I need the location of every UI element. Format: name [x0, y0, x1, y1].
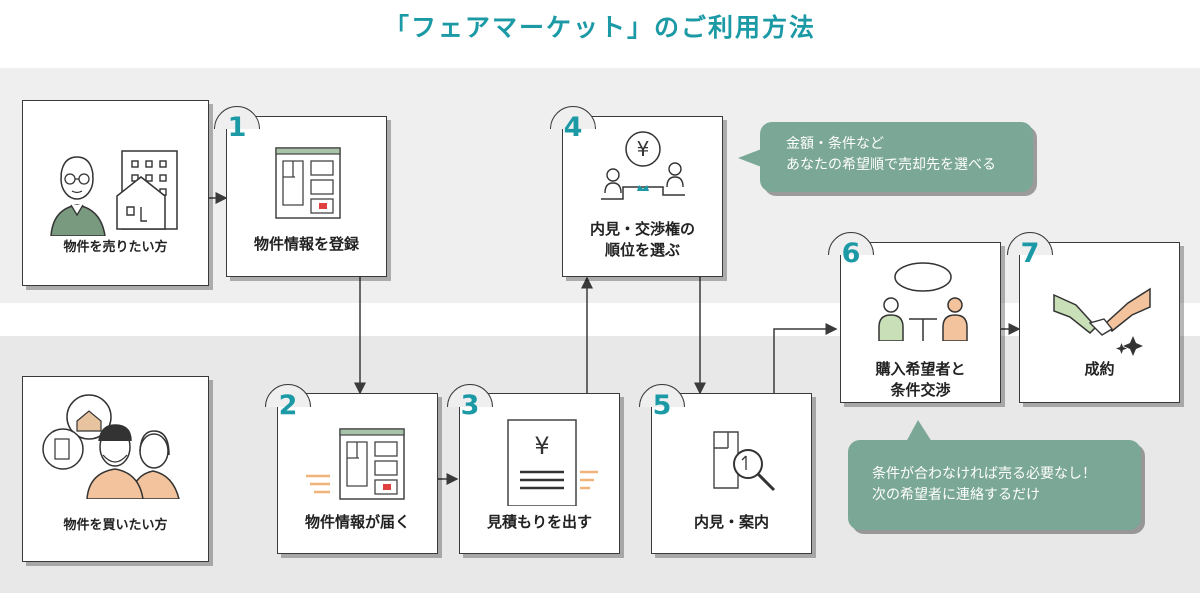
step-6-box: 購入希望者と 条件交渉	[840, 242, 1001, 403]
step-3-number: 3	[460, 390, 480, 421]
step-4-number: 4	[563, 112, 583, 143]
step-4-label-line2: 順位を選ぶ	[604, 241, 680, 259]
bubble-top: 金額・条件など あなたの希望順で売却先を選べる	[760, 122, 1033, 192]
step-3-label: 見積もりを出す	[486, 513, 592, 531]
step-2-number: 2	[278, 390, 298, 421]
step-7-label: 成約	[1084, 360, 1115, 378]
step-6-number: 6	[841, 238, 861, 269]
step-7-box: 成約	[1019, 242, 1180, 403]
ranking-podium-icon: ¥	[601, 131, 685, 200]
buyer-box: 物件を買いたい方	[22, 376, 209, 562]
step-2-box: 物件情報が届く	[277, 393, 438, 554]
listing-document-icon	[275, 147, 341, 219]
bubble-bottom-line2: 次の希望者に連絡するだけ	[872, 487, 1040, 503]
yen-coin-icon: ¥	[637, 137, 650, 161]
step-5-number: 5	[652, 390, 672, 421]
bubble-bottom-tail	[906, 420, 932, 442]
step-4-box: ¥ 内見・交渉権の 順位を選ぶ	[562, 116, 723, 277]
received-listing-icon	[306, 428, 405, 500]
arrow-5-to-6	[773, 323, 838, 393]
step-5-box: 内見・案内	[651, 393, 812, 554]
step-7-number: 7	[1020, 238, 1040, 269]
seller-label: 物件を売りたい方	[63, 240, 168, 255]
step-4-label-line1: 内見・交渉権の	[589, 220, 695, 238]
inspection-magnifier-icon	[713, 431, 776, 492]
seller-box: 物件を売りたい方	[22, 100, 209, 286]
step-2-label: 物件情報が届く	[304, 513, 410, 531]
step-3-box: ¥ 見積もりを出す	[459, 393, 620, 554]
step-6-label-line2: 条件交渉	[890, 381, 951, 399]
bubble-top-line2: あなたの希望順で売却先を選べる	[786, 157, 996, 173]
step-1-label: 物件情報を登録	[253, 235, 359, 253]
buyer-illustration	[42, 394, 180, 499]
step-1-box: 物件情報を登録	[226, 116, 387, 277]
buyer-label: 物件を買いたい方	[63, 518, 168, 533]
bubble-top-line1: 金額・条件など	[786, 136, 884, 152]
seller-illustration	[50, 150, 178, 236]
bubble-bottom-line1: 条件が合わなければ売る必要なし！	[872, 466, 1096, 482]
bubble-top-tail	[738, 148, 764, 168]
step-1-number: 1	[227, 112, 247, 143]
step-6-label-line1: 購入希望者と	[875, 360, 966, 378]
negotiation-icon	[878, 262, 968, 341]
estimate-document-icon: ¥	[507, 419, 598, 506]
page-title: 「フェアマーケット」のご利用方法	[383, 13, 816, 42]
step-5-label: 内見・案内	[693, 513, 769, 531]
handshake-icon	[1053, 287, 1151, 356]
bubble-bottom: 条件が合わなければ売る必要なし！ 次の希望者に連絡するだけ	[848, 440, 1141, 530]
yen-icon: ¥	[534, 432, 549, 460]
